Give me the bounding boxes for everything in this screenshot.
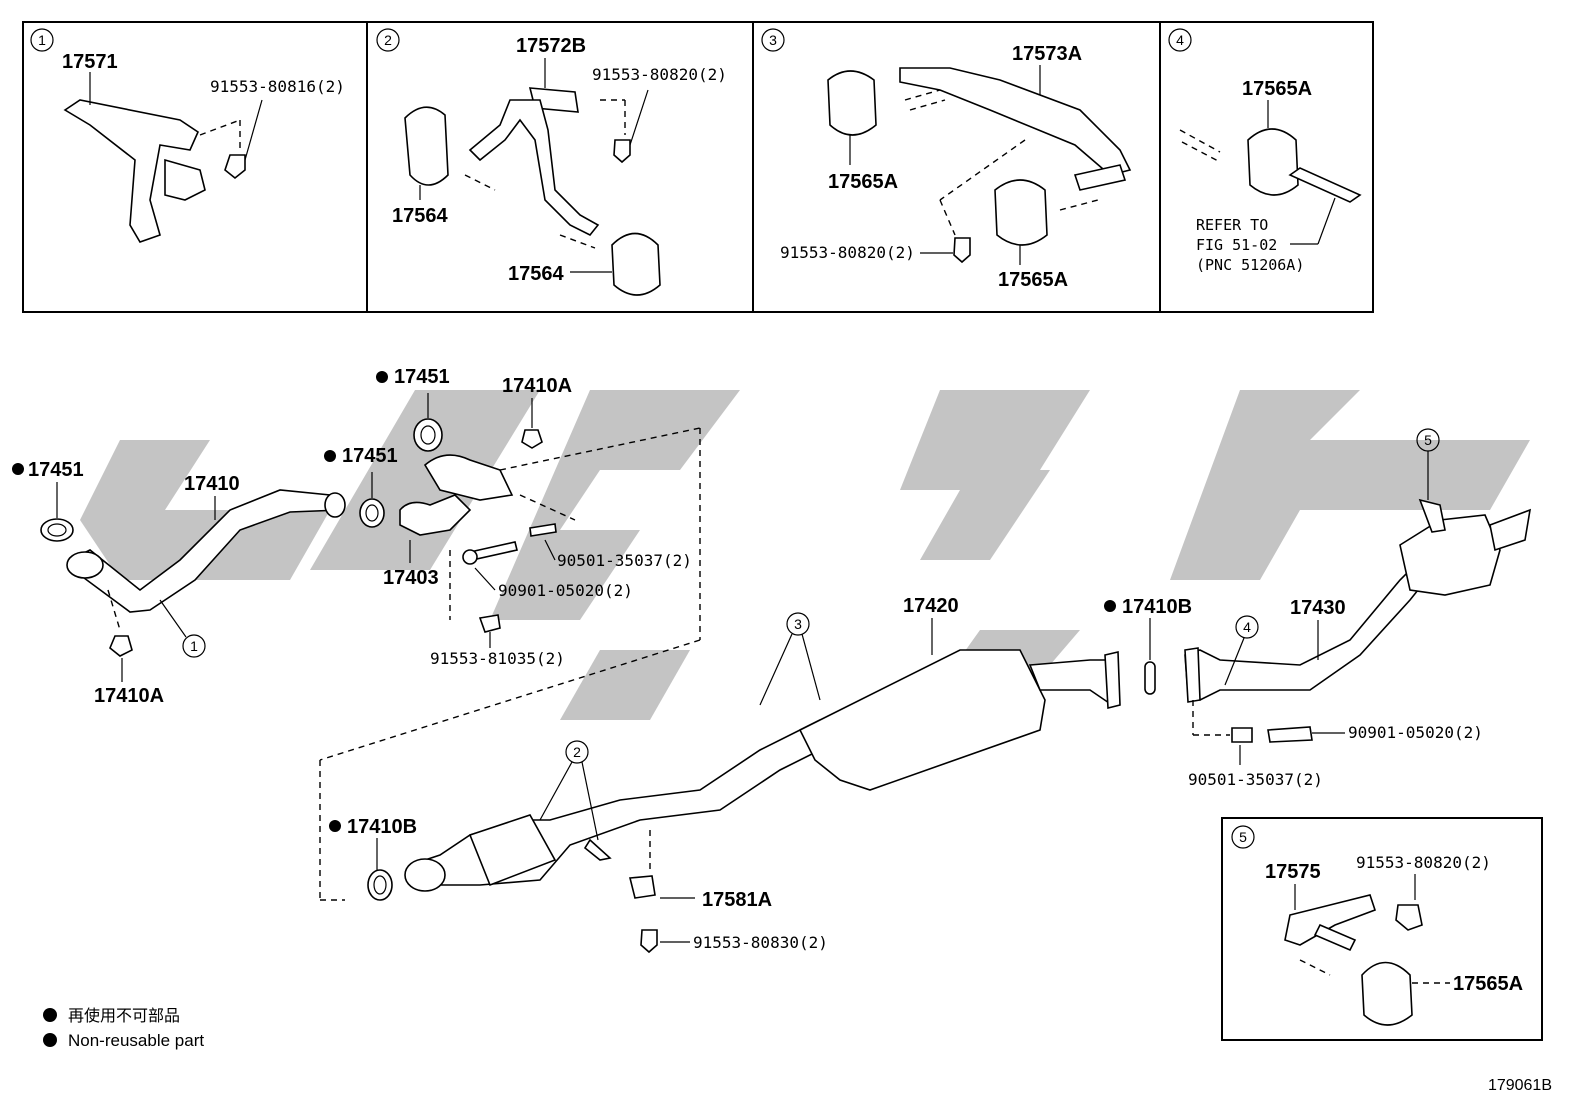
figure-id: 179061B <box>1488 1077 1552 1094</box>
label-90501-35037-b: 90501-35037(2) <box>1188 770 1323 789</box>
center-pipe-assembly: 17420 3 2 <box>404 595 1121 892</box>
tail-pipe-hardware: 90901-05020(2) 90501-35037(2) <box>1188 700 1483 789</box>
tail-pipe-assembly: 17430 4 5 <box>1184 428 1532 703</box>
inset-2-number: 2 <box>384 32 392 48</box>
inset-2-part-label: 17572B <box>516 35 586 57</box>
callout-1-number: 1 <box>190 638 198 654</box>
inset-4-number: 4 <box>1176 32 1184 48</box>
non-reusable-dot-icon <box>12 463 24 475</box>
rubber-hanger-icon <box>827 70 877 136</box>
lower-hardware: 17410B 17581A 91553-80830(2) <box>329 816 828 954</box>
callout-4-number: 4 <box>1243 619 1251 635</box>
inset-1-part-label: 17571 <box>62 51 118 73</box>
inset-2: 2 17572B 91553-80820(2) 17564 17564 <box>376 28 727 296</box>
label-17451-mid: 17451 <box>342 445 398 467</box>
gasket-icon <box>40 518 74 542</box>
non-reusable-dot-icon <box>1104 600 1116 612</box>
inset-3-number: 3 <box>769 32 777 48</box>
callout-3 <box>786 612 810 636</box>
mid-gasket: 17410B <box>1104 596 1192 695</box>
bolt-icon <box>640 929 658 954</box>
callout-2 <box>565 740 589 764</box>
label-17403: 17403 <box>383 567 439 589</box>
callout-1 <box>182 634 206 658</box>
label-17410A-bottom: 17410A <box>94 685 164 707</box>
label-17581A: 17581A <box>702 889 772 911</box>
bolt-icon <box>1395 904 1423 931</box>
label-17410B-low: 17410B <box>347 816 417 838</box>
inset-4-refer-line3: (PNC 51206A) <box>1196 256 1304 274</box>
manifold-hardware: 90501-35037(2) 90901-05020(2) 91553-8103… <box>319 427 701 901</box>
gasket-icon <box>359 498 385 528</box>
inset-2-bolt-label: 91553-80820(2) <box>592 65 727 84</box>
label-17420: 17420 <box>903 595 959 617</box>
legend: 再使用不可部品 Non-reusable part <box>43 1006 204 1050</box>
inset-3-hanger-a-label: 17565A <box>828 171 898 193</box>
label-17410: 17410 <box>184 473 240 495</box>
inset-1-number: 1 <box>38 32 46 48</box>
label-91553-81035: 91553-81035(2) <box>430 649 565 668</box>
gasket-icon <box>367 869 393 901</box>
non-reusable-dot-icon <box>324 450 336 462</box>
inset-4-refer-line1: REFER TO <box>1196 216 1268 234</box>
inset-2-hanger-a-label: 17564 <box>392 205 448 227</box>
callout-5-number: 5 <box>1424 432 1432 448</box>
label-90901-05020-b: 90901-05020(2) <box>1348 723 1483 742</box>
bolt-icon <box>953 237 971 264</box>
inset-4: 4 17565A REFER TO FIG 51-02 (PNC 51206A) <box>1168 28 1362 274</box>
nut-icon <box>109 635 133 657</box>
gasket-icon <box>413 418 443 452</box>
front-pipe-assembly: 17451 17410 17410A 1 <box>12 459 346 707</box>
inset-3-bolt-label: 91553-80820(2) <box>780 243 915 262</box>
label-90501-35037-a: 90501-35037(2) <box>557 551 692 570</box>
inset-1: 1 17571 91553-80816(2) <box>30 28 345 243</box>
rubber-hanger-icon <box>1361 961 1413 1026</box>
inset-5-number: 5 <box>1239 829 1247 845</box>
rubber-hanger-icon <box>1247 128 1299 196</box>
spring-icon <box>1231 727 1253 743</box>
non-reusable-dot-icon <box>329 820 341 832</box>
label-17430: 17430 <box>1290 597 1346 619</box>
inset-1-bolt-label: 91553-80816(2) <box>210 77 345 96</box>
legend-row1: 再使用不可部品 <box>68 1006 180 1025</box>
bolt-icon <box>224 154 246 180</box>
rubber-hanger-icon <box>994 179 1048 246</box>
callout-4 <box>1235 615 1259 639</box>
nut-icon <box>521 429 543 449</box>
bolt-icon <box>1267 726 1313 743</box>
label-91553-80830: 91553-80830(2) <box>693 933 828 952</box>
manifold-gaskets: 17451 17451 17410A 17403 <box>324 366 572 589</box>
inset-3-hanger-b-label: 17565A <box>998 269 1068 291</box>
inset-5: 5 17575 91553-80820(2) 17565A <box>1221 817 1543 1041</box>
inset-3-part-label: 17573A <box>1012 43 1082 65</box>
clamp-icon <box>628 875 656 899</box>
inset-5-bracket-label: 17575 <box>1265 861 1321 883</box>
spring-icon <box>529 523 557 537</box>
label-17451-left: 17451 <box>28 459 84 481</box>
inset-4-hanger-label: 17565A <box>1242 78 1312 100</box>
bolt-icon <box>478 614 501 633</box>
label-17451-top: 17451 <box>394 366 450 388</box>
label-17410B-mid: 17410B <box>1122 596 1192 618</box>
rubber-hanger-icon <box>404 106 449 186</box>
callout-3-number: 3 <box>794 616 802 632</box>
inset-5-hanger-label: 17565A <box>1453 973 1523 995</box>
label-17410A-top: 17410A <box>502 375 572 397</box>
callout-2-number: 2 <box>573 744 581 760</box>
legend-row2: Non-reusable part <box>68 1031 204 1050</box>
inset-4-refer-line2: FIG 51-02 <box>1196 236 1277 254</box>
inset-2-hanger-b-label: 17564 <box>508 263 564 285</box>
rubber-hanger-icon <box>611 232 661 296</box>
non-reusable-dot-icon <box>43 1033 57 1047</box>
inset-frame <box>22 21 1374 313</box>
non-reusable-dot-icon <box>43 1008 57 1022</box>
label-90901-05020-a: 90901-05020(2) <box>498 581 633 600</box>
gasket-icon <box>1144 661 1156 695</box>
inset-5-bolt-label: 91553-80820(2) <box>1356 853 1491 872</box>
bolt-icon <box>613 139 631 164</box>
non-reusable-dot-icon <box>376 371 388 383</box>
inset-3: 3 17573A 17565A 17565A 91553-80820(2) <box>761 28 1132 291</box>
